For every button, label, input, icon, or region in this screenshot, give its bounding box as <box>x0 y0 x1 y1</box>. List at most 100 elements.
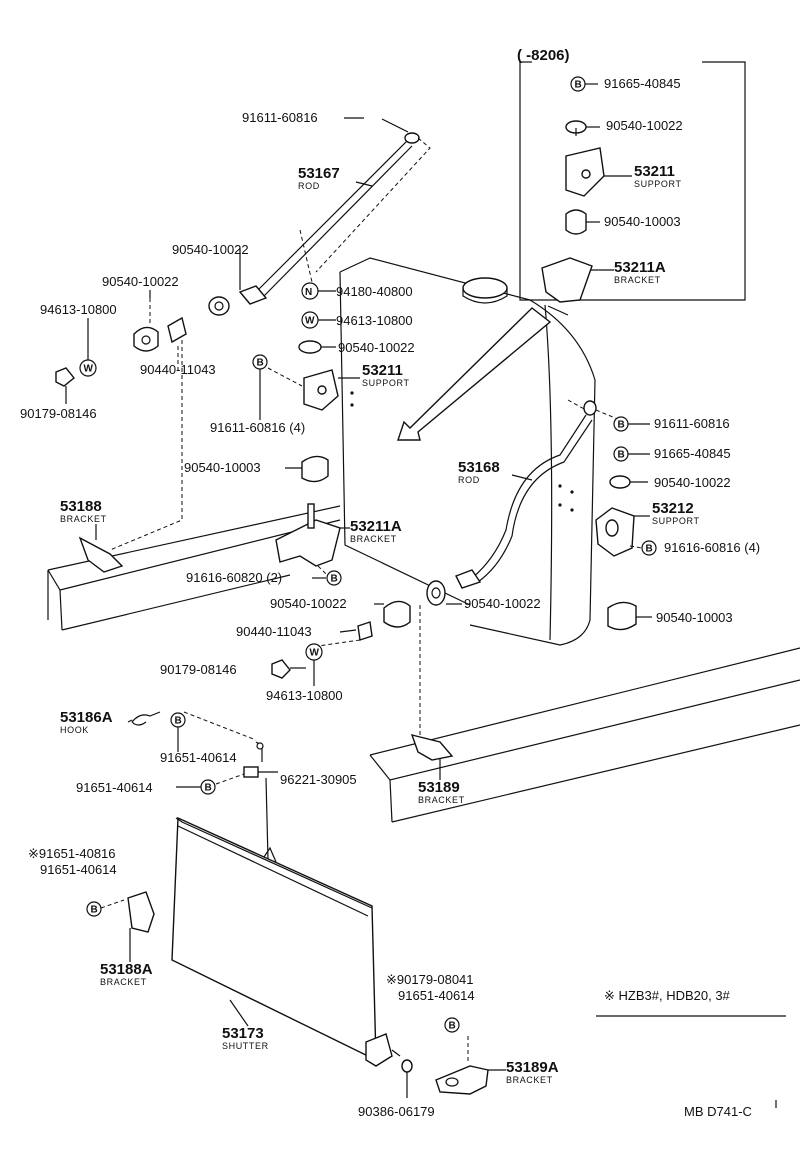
bracket-53189 <box>410 734 454 761</box>
cushion-right <box>609 475 631 489</box>
inset-range-label: ( -8206) <box>517 47 570 64</box>
cushion-center <box>298 340 322 354</box>
bracket-53189a <box>435 1065 489 1095</box>
radiator-cap <box>462 277 508 299</box>
part-number-label: 53186A <box>60 709 113 726</box>
svg-text:B: B <box>646 544 653 555</box>
part-name-label: SUPPORT <box>362 378 410 388</box>
svg-text:W: W <box>84 364 94 375</box>
direction-arrow <box>397 307 552 441</box>
part-number-label: 53211 <box>634 163 675 180</box>
part-number-label: ※91651-40816 <box>28 846 116 861</box>
part-number-label: 94613-10800 <box>336 313 413 328</box>
part-number-label: 53167 <box>298 165 340 182</box>
collar-lower <box>357 621 373 641</box>
part-number-label: 91616-60820 (2) <box>186 570 282 585</box>
bracket-53188 <box>78 536 124 573</box>
svg-text:W: W <box>305 316 315 327</box>
part-number-label: 53189A <box>506 1059 559 1076</box>
svg-text:B: B <box>449 1021 456 1032</box>
part-number-label: 91651-40614 <box>160 750 237 765</box>
rod-53167: W <box>55 118 431 551</box>
svg-text:N: N <box>305 287 312 298</box>
part-name-label: ROD <box>298 181 320 191</box>
part-number-label: 91665-40845 <box>604 76 681 91</box>
part-name-label: SUPPORT <box>652 516 700 526</box>
part-number-label: 53211 <box>362 362 403 379</box>
part-name-label: ROD <box>458 475 480 485</box>
part-number-label: 90540-10022 <box>654 475 731 490</box>
part-name-label: SHUTTER <box>222 1041 269 1051</box>
part-number-label: 94180-40800 <box>336 284 413 299</box>
rod-53168: B B B <box>455 399 657 631</box>
cushion-90540-10003 <box>301 455 329 483</box>
svg-text:B: B <box>575 80 582 91</box>
part-name-label: BRACKET <box>418 795 465 805</box>
part-number-label: 91651-40614 <box>398 988 475 1003</box>
footnote: ※ HZB3#, HDB20, 3# <box>604 988 731 1003</box>
frame-rail-right <box>369 647 800 823</box>
part-number-label: 96221-30905 <box>280 772 357 787</box>
collar-90440 <box>167 316 187 344</box>
part-number-label: 90540-10003 <box>604 214 681 229</box>
bracket-inset <box>541 257 593 303</box>
part-number-label: 90540-10022 <box>172 242 249 257</box>
part-number-label: 53211A <box>350 518 402 535</box>
nut-lower <box>271 659 291 679</box>
part-number-label: 90179-08146 <box>160 662 237 677</box>
svg-text:W: W <box>310 648 320 659</box>
svg-text:B: B <box>618 450 625 461</box>
part-number-label: 90540-10022 <box>270 596 347 611</box>
part-number-label: 90540-10022 <box>102 274 179 289</box>
cushion-large <box>565 209 587 235</box>
part-number-label: 91611-60816 (4) <box>210 420 305 435</box>
part-number-label: 91665-40845 <box>654 446 731 461</box>
part-labels: 91611-6081653167ROD90540-1002290540-1002… <box>20 76 760 1119</box>
frame-rail-left <box>47 505 341 631</box>
part-number-label: 90440-11043 <box>140 362 216 377</box>
svg-text:B: B <box>618 420 625 431</box>
part-name-label: BRACKET <box>506 1075 553 1085</box>
part-number-label: 90179-08146 <box>20 406 97 421</box>
part-number-label: 90540-10003 <box>656 610 733 625</box>
part-number-label: 90440-11043 <box>236 624 312 639</box>
part-number-label: 90540-10022 <box>464 596 541 611</box>
part-number-label: 53188A <box>100 961 153 978</box>
part-number-label: 90386-06179 <box>358 1104 435 1119</box>
cushion-lower-a <box>383 600 411 628</box>
washer-90386 <box>401 1059 413 1073</box>
diagram-code: MB D741-C <box>684 1104 752 1119</box>
part-number-label: 90540-10022 <box>606 118 683 133</box>
part-number-label: 90540-10022 <box>338 340 415 355</box>
part-number-label: 53189 <box>418 779 460 796</box>
svg-text:B: B <box>257 358 264 369</box>
part-number-label: ※90179-08041 <box>386 972 474 987</box>
part-number-label: 53211A <box>614 259 666 276</box>
svg-text:B: B <box>175 716 182 727</box>
part-number-label: 91616-60816 (4) <box>664 540 760 555</box>
part-name-label: HOOK <box>60 725 89 735</box>
bracket-53211a <box>275 519 341 567</box>
hook-and-shutter: B B B B <box>86 711 506 1098</box>
part-name-label: BRACKET <box>60 514 107 524</box>
part-number-label: 91611-60816 <box>242 110 318 125</box>
bracket-53188a <box>127 891 155 933</box>
part-number-label: 53173 <box>222 1025 264 1042</box>
part-name-label: BRACKET <box>614 275 661 285</box>
nut-90179 <box>55 367 75 387</box>
center-hardware: N W B B W <box>252 282 446 735</box>
svg-text:B: B <box>205 783 212 794</box>
part-number-label: 94613-10800 <box>40 302 117 317</box>
shutter-53173 <box>171 816 377 1062</box>
part-name-label: BRACKET <box>100 977 147 987</box>
part-number-label: 90540-10003 <box>184 460 261 475</box>
inset-box: ( -8206) B <box>517 47 746 303</box>
radiator <box>339 257 596 646</box>
part-number-label: 94613-10800 <box>266 688 343 703</box>
part-name-label: SUPPORT <box>634 179 682 189</box>
part-number-label: 91611-60816 <box>654 416 730 431</box>
clip-96221 <box>243 766 259 778</box>
part-number-label: 53212 <box>652 500 694 517</box>
